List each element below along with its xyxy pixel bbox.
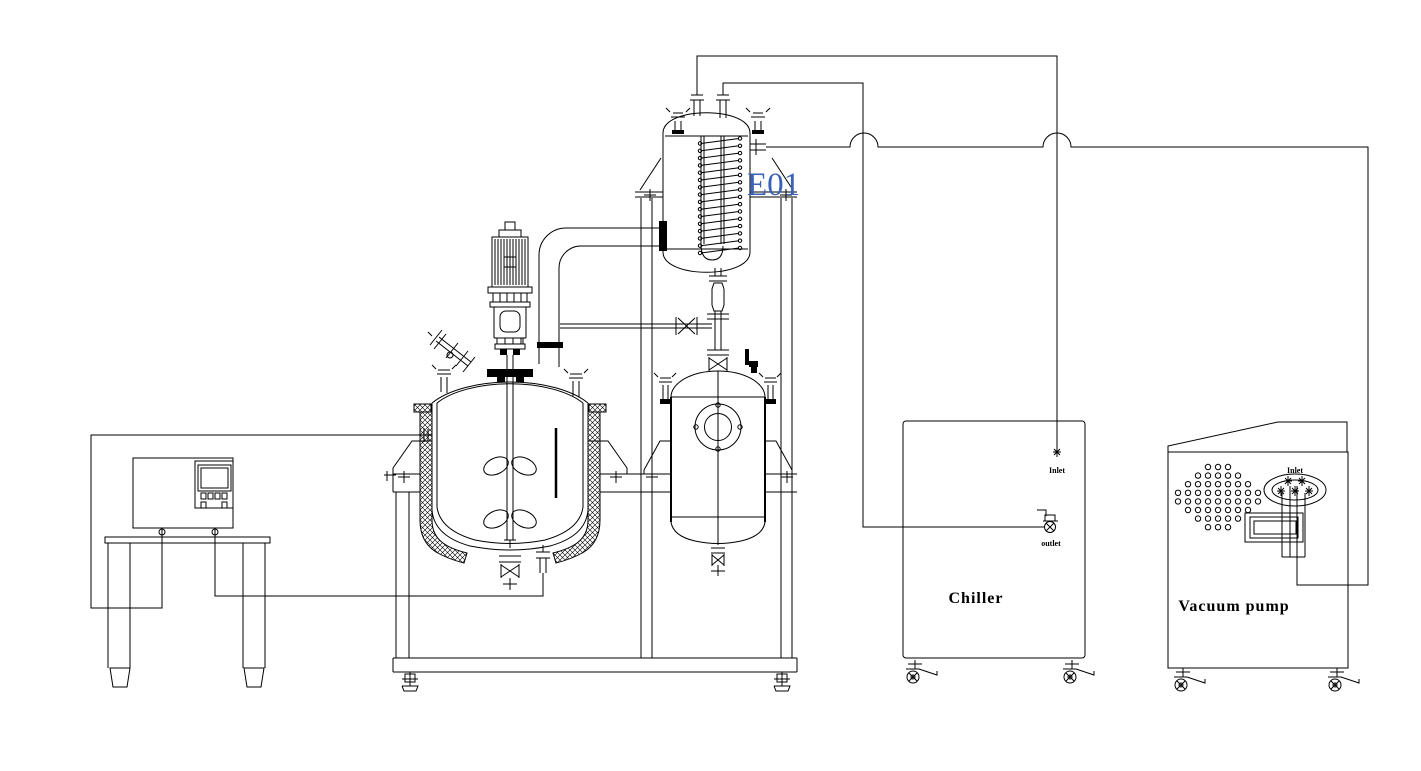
caster-wheel bbox=[1327, 667, 1360, 692]
heater-control-panel bbox=[194, 460, 234, 509]
caster-wheel bbox=[1173, 667, 1206, 692]
chiller-label: Chiller bbox=[949, 590, 1004, 607]
jacket-supply-pipe bbox=[90, 428, 432, 609]
vacuum-pump-panel bbox=[1244, 512, 1304, 543]
panel-button bbox=[200, 501, 207, 509]
receiver-shoulder-nozzles bbox=[653, 372, 782, 404]
heating-circulator bbox=[104, 457, 271, 688]
reactor-vessel bbox=[431, 381, 589, 551]
heater-stand bbox=[104, 536, 271, 688]
chiller-outlet-valve bbox=[1037, 509, 1058, 533]
panel-button bbox=[214, 492, 221, 500]
chiller-inlet-port bbox=[1053, 447, 1061, 457]
reactor-top-nozzles bbox=[427, 329, 589, 397]
reflux-valve bbox=[675, 317, 698, 335]
reactor-bottom-valve bbox=[499, 555, 521, 590]
condenser: E01 bbox=[662, 94, 800, 273]
reflux-line bbox=[560, 317, 712, 335]
panel-button bbox=[221, 501, 228, 509]
condenser-vacuum-stub bbox=[750, 139, 766, 155]
vacuum-pump: Inlet Vacuum pump bbox=[1167, 421, 1360, 692]
vacuum-line bbox=[766, 132, 1369, 586]
condenser-support bbox=[635, 157, 797, 201]
lantern-window bbox=[499, 310, 521, 333]
mounting-flange bbox=[487, 369, 533, 377]
caster-wheel bbox=[1062, 659, 1095, 684]
receiver-top-valve-handle bbox=[745, 349, 758, 373]
caster-wheel bbox=[905, 659, 938, 684]
bench-frame bbox=[384, 157, 798, 692]
coil-return-bend bbox=[700, 243, 724, 261]
cooling-return-line bbox=[696, 55, 1058, 448]
sight-glass bbox=[711, 282, 725, 312]
motor-fins bbox=[494, 239, 526, 285]
condenser-tag-label: E01 bbox=[747, 167, 800, 203]
condenser-coil bbox=[697, 136, 743, 256]
reactor-jacket bbox=[413, 403, 607, 564]
receiver-inlet-valve bbox=[708, 357, 728, 371]
reactor-nozzle-flange bbox=[537, 342, 563, 348]
vacuum-inlet-label: Inlet bbox=[1287, 466, 1303, 475]
chiller: Inlet outlet Chiller bbox=[902, 420, 1095, 684]
jacket-return-pipe bbox=[214, 534, 550, 597]
reactor bbox=[413, 221, 607, 590]
chiller-outlet-label: outlet bbox=[1041, 539, 1061, 548]
receiver-support bbox=[643, 440, 793, 474]
cooling-supply-line bbox=[722, 82, 1044, 528]
leveling-foot bbox=[401, 671, 419, 692]
heater-connection-ports bbox=[158, 528, 219, 537]
receiver-tank bbox=[653, 349, 782, 576]
vacuum-pump-label: Vacuum pump bbox=[1178, 598, 1289, 615]
chiller-inlet-label: Inlet bbox=[1049, 466, 1065, 475]
leveling-foot bbox=[773, 671, 791, 692]
panel-button bbox=[200, 492, 207, 500]
vent-grille bbox=[1174, 463, 1262, 531]
agitator bbox=[483, 355, 537, 548]
panel-button bbox=[207, 492, 214, 500]
agitator-motor bbox=[487, 221, 533, 382]
vapor-pipe bbox=[537, 221, 667, 367]
receiver-drain-valve bbox=[711, 547, 725, 576]
manhole bbox=[693, 402, 743, 452]
vacuum-pump-inlet-ports bbox=[1263, 473, 1327, 558]
panel-button bbox=[221, 492, 228, 500]
condensate-column bbox=[707, 268, 729, 373]
condenser-top-nozzles bbox=[665, 94, 771, 134]
